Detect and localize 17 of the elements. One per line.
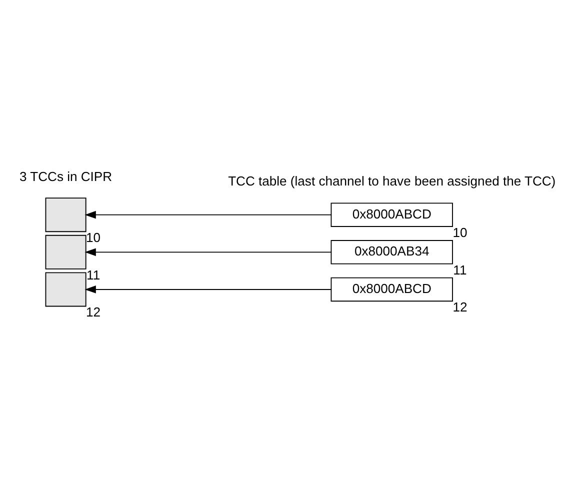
- node-label: 10: [86, 230, 101, 245]
- node-box: [45, 197, 86, 232]
- node-box: 0x8000ABCD: [330, 202, 453, 226]
- node-label: 11: [453, 262, 467, 277]
- node-label: 11: [86, 266, 100, 282]
- label: TCC table (last channel to have been assigned the TCC): [228, 173, 556, 188]
- node-label: 12: [86, 304, 101, 320]
- node-box: [45, 272, 86, 306]
- node-box: 0x8000AB34: [330, 240, 453, 264]
- label: 3 TCCs in CIPR: [20, 168, 112, 184]
- node-box: [45, 234, 86, 269]
- arrow: [84, 210, 332, 218]
- node-label: 12: [452, 299, 468, 314]
- arrow: [84, 248, 332, 256]
- arrow: [84, 285, 332, 293]
- node-label: 10: [452, 224, 468, 240]
- node-box: 0x8000ABCD: [330, 276, 453, 302]
